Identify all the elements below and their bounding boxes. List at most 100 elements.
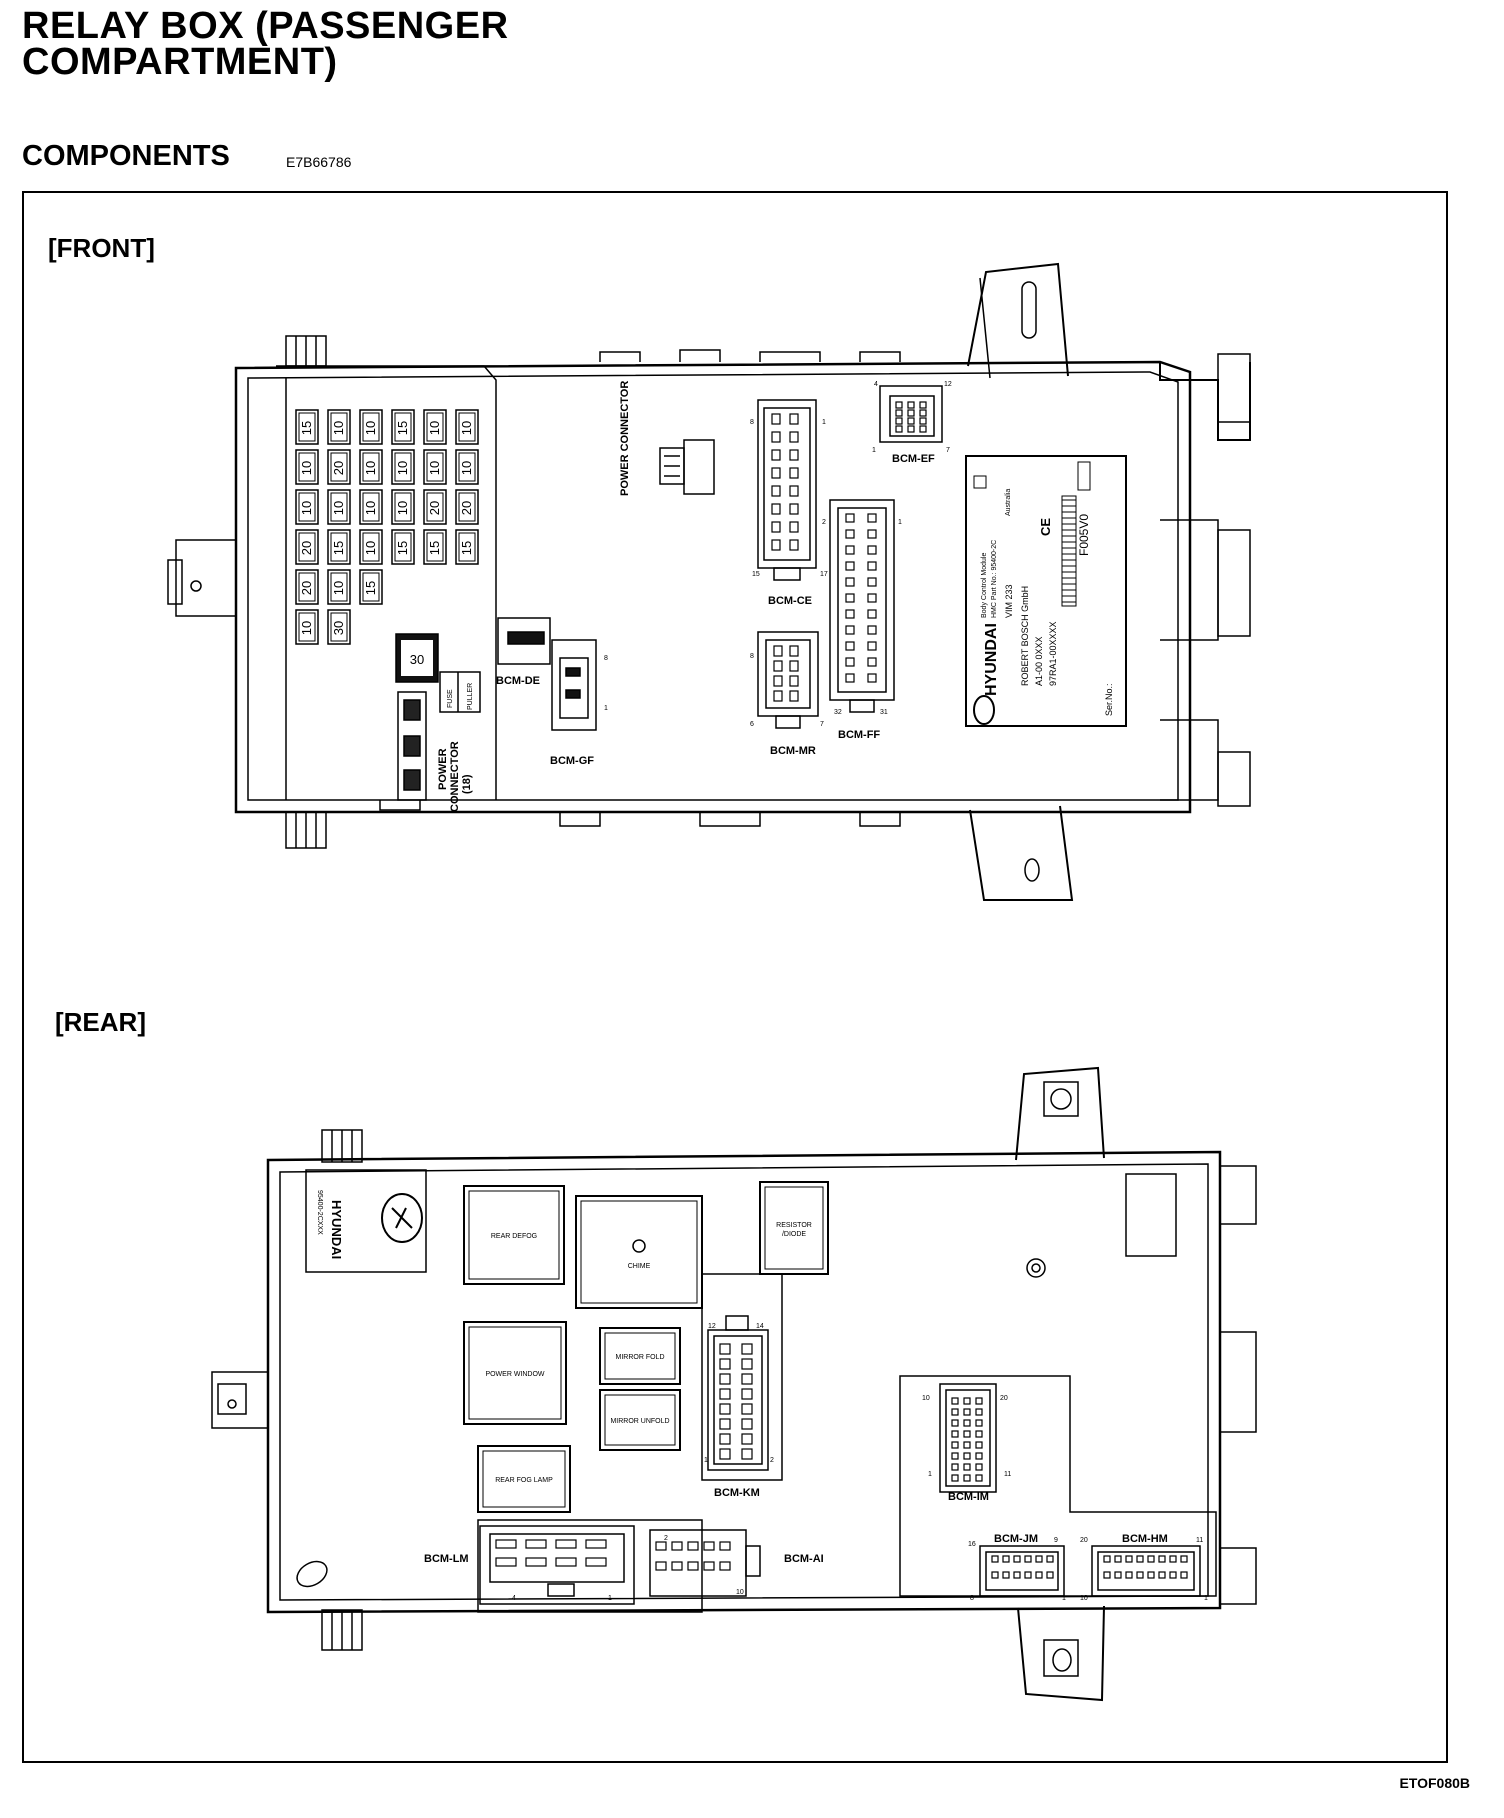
relay-mirror-unfold: MIRROR UNFOLD — [599, 1389, 681, 1451]
connector-pin — [719, 1418, 731, 1430]
fuse-rating: 20 — [331, 461, 346, 475]
connector-pin — [975, 1463, 983, 1471]
connector-pin — [719, 1561, 731, 1571]
connector-pin — [975, 1397, 983, 1405]
figure-code: ETOF080B — [1399, 1775, 1470, 1791]
fuse-slot: 10 — [295, 609, 319, 645]
bcm-ce-pin-8: 8 — [750, 419, 754, 426]
connector-pin — [1147, 1555, 1155, 1563]
fuse-rating: 20 — [427, 501, 442, 515]
connector-pin — [1035, 1555, 1043, 1563]
connector-pin — [741, 1388, 753, 1400]
bcm-ff-pin-32: 32 — [834, 709, 842, 716]
page-title: RELAY BOX (PASSENGER COMPARTMENT) — [22, 7, 509, 83]
connector-pin — [975, 1452, 983, 1460]
fuse-slot: 15 — [295, 409, 319, 445]
connector-pin — [555, 1539, 577, 1549]
connector-pin — [975, 1474, 983, 1482]
bcm-mr-pin-6: 6 — [750, 721, 754, 728]
connector-pin — [951, 1419, 959, 1427]
connector-pin — [845, 545, 855, 555]
connector-pin — [951, 1430, 959, 1438]
connector-pin — [703, 1561, 715, 1571]
relay-chime: CHIME — [575, 1195, 703, 1309]
connector-pin — [741, 1358, 753, 1370]
connector-pin — [773, 675, 783, 687]
connector-pin — [919, 425, 927, 433]
fuse-slot: 10 — [327, 569, 351, 605]
fuse-slot: 10 — [359, 449, 383, 485]
bcm-ff-pin-1: 1 — [898, 519, 902, 526]
connector-pin — [495, 1557, 517, 1567]
rear-relay-box — [211, 1066, 1257, 1702]
connector-pin — [895, 409, 903, 417]
bcm-ef-pin-1: 1 — [872, 447, 876, 454]
connector-pin — [907, 417, 915, 425]
fuse-rating: 10 — [363, 461, 378, 475]
fuse-rating: 10 — [395, 501, 410, 515]
bcm-ff-pin-2: 2 — [822, 519, 826, 526]
connector-pin — [1046, 1555, 1054, 1563]
connector-pin — [687, 1561, 699, 1571]
fuse-rating: 10 — [395, 461, 410, 475]
connector-pin — [991, 1555, 999, 1563]
connector-pin — [867, 609, 877, 619]
connector-bcm-ai: 2 10 BCM-AI — [649, 1529, 824, 1597]
bcm-ai-pin-10: 10 — [736, 1589, 744, 1596]
fuse-slot: 20 — [455, 489, 479, 525]
relay-rear-defog: REAR DEFOG — [463, 1185, 565, 1285]
puller-label: PULLER — [467, 683, 474, 710]
plate-brand: HYUNDAI — [983, 623, 1000, 696]
bcm-ef-pin-4: 4 — [874, 381, 878, 388]
fuse-slot: 10 — [327, 409, 351, 445]
bcm-km-pins — [719, 1343, 753, 1460]
connector-pin — [789, 539, 799, 551]
connector-pin — [975, 1408, 983, 1416]
connector-pin — [845, 673, 855, 683]
title-line-2: COMPARTMENT) — [22, 41, 338, 83]
bcm-mr-pin-7: 7 — [820, 721, 824, 728]
connector-pin — [1180, 1555, 1188, 1563]
fuse-rating: 15 — [459, 541, 474, 555]
plate-ce-mark: CE — [1038, 518, 1053, 536]
connector-pin — [1002, 1571, 1010, 1579]
connector-pin — [585, 1539, 607, 1549]
fuse-slot: 30 — [327, 609, 351, 645]
connector-pin — [525, 1539, 547, 1549]
rear-logo-code: 95400-2CXXX — [316, 1190, 323, 1235]
fuse-slot: 10 — [295, 489, 319, 525]
plate-line-7: 97RA1-00XXXX — [1048, 621, 1058, 686]
connector-pin — [1103, 1555, 1111, 1563]
bcm-im-pins — [951, 1397, 983, 1482]
fuse-rating: 10 — [331, 421, 346, 435]
bcm-im-pin-10: 10 — [922, 1395, 930, 1402]
plate-line-8: F005V0 — [1077, 514, 1091, 556]
connector-pin — [845, 513, 855, 523]
connector-pin — [1169, 1555, 1177, 1563]
connector-pin — [773, 645, 783, 657]
connector-pin — [1169, 1571, 1177, 1579]
connector-pin — [975, 1441, 983, 1449]
connector-pin — [1024, 1555, 1032, 1563]
connector-pin — [789, 660, 799, 672]
connector-pin — [1136, 1571, 1144, 1579]
fuse-slot: 10 — [391, 449, 415, 485]
connector-pin — [741, 1448, 753, 1460]
connector-pin — [771, 413, 781, 425]
connector-pin — [771, 431, 781, 443]
bcm-hm-pin-11: 11 — [1196, 1537, 1203, 1544]
power-connector-18-line3: (18) — [461, 774, 473, 794]
fuse-rating: 10 — [459, 421, 474, 435]
connector-pin — [845, 625, 855, 635]
fuse-rating: 15 — [331, 541, 346, 555]
power-connector-18-line2: CONNECTOR — [449, 741, 461, 812]
connector-pin — [671, 1541, 683, 1551]
relay-label: MIRROR UNFOLD — [610, 1418, 669, 1425]
connector-pin — [1114, 1555, 1122, 1563]
connector-pin — [867, 657, 877, 667]
bcm-gf-pin-1: 1 — [604, 705, 608, 712]
connector-pin — [771, 539, 781, 551]
connector-bcm-hm-label: BCM-HM — [1122, 1533, 1168, 1545]
connector-bcm-ff-label: BCM-FF — [838, 729, 880, 741]
connector-bcm-ai-label: BCM-AI — [784, 1553, 824, 1565]
